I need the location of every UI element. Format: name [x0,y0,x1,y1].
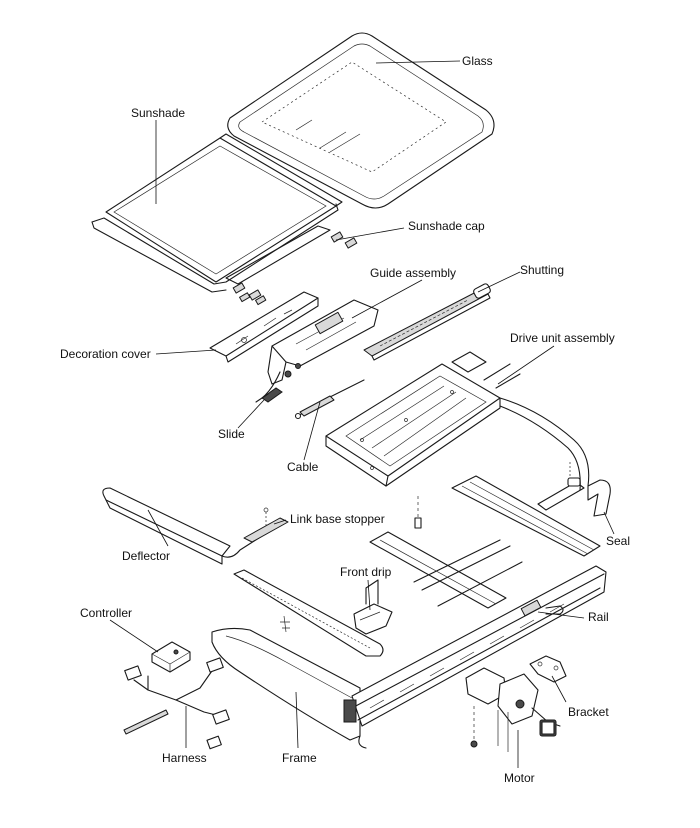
motor-part [465,667,561,752]
slide-part [255,387,283,403]
label-sunshade: Sunshade [131,106,185,120]
leader-lines [109,60,615,768]
label-frame: Frame [282,751,317,765]
drive-unit-assembly-part [325,351,590,529]
label-link-base-stopper: Link base stopper [290,512,385,526]
glass-part [227,32,495,209]
controller-part [151,641,191,673]
label-deflector: Deflector [122,549,170,563]
label-controller: Controller [80,606,132,620]
label-seal: Seal [606,534,630,548]
harness-part [123,657,230,750]
front-drip-strip-part [233,569,384,657]
seal-part [587,479,611,517]
bracket-part [529,655,567,683]
label-slide: Slide [218,427,245,441]
label-front-drip: Front drip [340,565,392,579]
label-motor: Motor [504,771,535,785]
cable-part [294,379,365,420]
guide-assembly-part [261,299,379,399]
label-decoration-cover: Decoration cover [60,347,151,361]
label-rail: Rail [588,610,609,624]
sunshade-cap-part [225,225,358,306]
part-labels: Glass Sunshade Sunshade cap Guide assemb… [60,54,630,785]
decoration-cover-part [209,291,319,363]
label-guide-assembly: Guide assembly [370,266,456,280]
label-cable: Cable [287,460,319,474]
label-sunshade-cap: Sunshade cap [408,219,485,233]
frame-part [211,565,607,749]
label-bracket: Bracket [568,705,609,719]
rail-part [369,475,601,617]
label-harness: Harness [162,751,207,765]
shutting-part [363,283,491,361]
sunshade-part [91,133,343,293]
label-shutting: Shutting [520,263,564,277]
link-base-stopper-part [243,507,289,543]
deflector-part [102,487,263,565]
front-drip-part [353,579,393,635]
label-glass: Glass [462,54,493,68]
drive-link-part [537,462,585,511]
label-drive-unit-assembly: Drive unit assembly [510,331,615,345]
